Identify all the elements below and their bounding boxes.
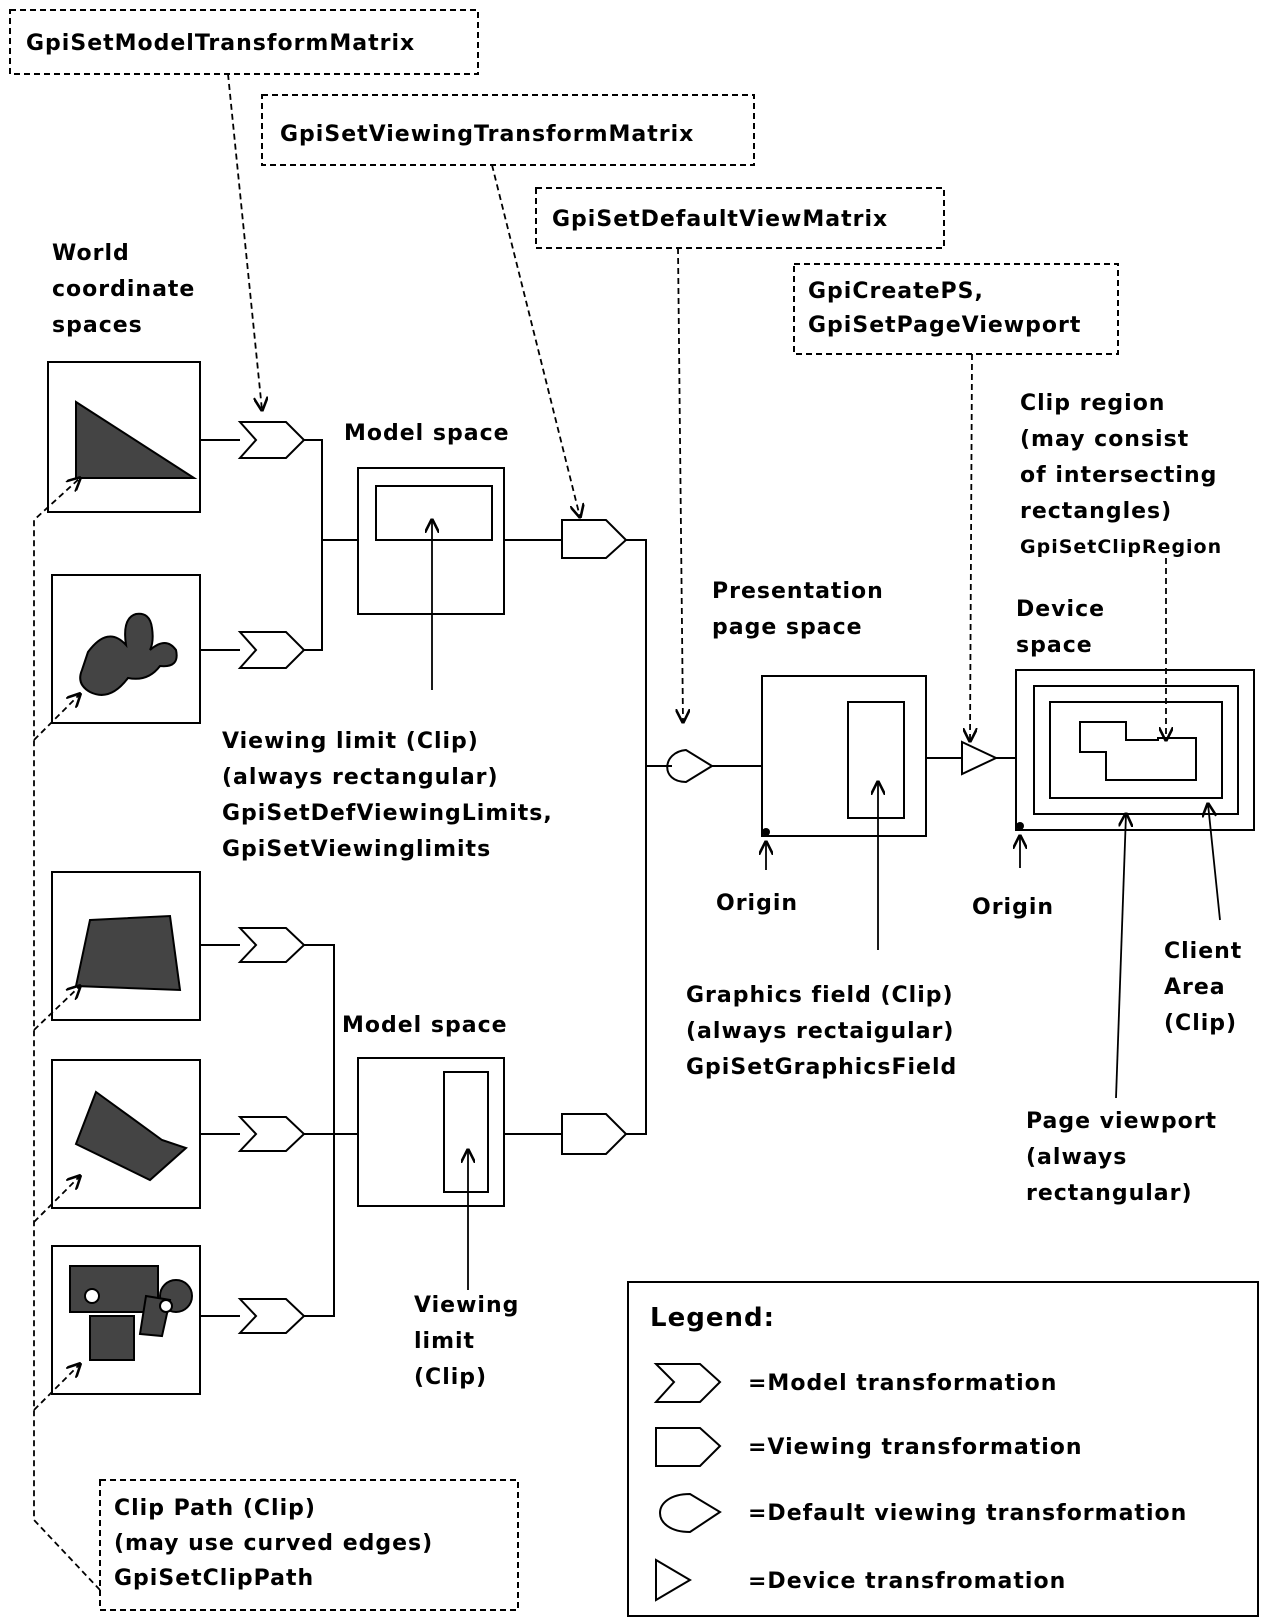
clip-region-line3: of intersecting — [1020, 463, 1217, 488]
clip-path-api-box: Clip Path (Clip) (may use curved edges) … — [100, 1480, 518, 1610]
clip-path-api-label: GpiSetClipPath — [114, 1566, 314, 1591]
client-area-line1: Client — [1164, 939, 1242, 964]
page-viewport-line2: (always — [1026, 1145, 1127, 1170]
viewing-limit-bottom-line3: (Clip) — [414, 1365, 487, 1390]
clip-region-shape — [1080, 722, 1196, 780]
model-transform-chevron-1 — [240, 422, 304, 458]
world-space-3 — [52, 872, 200, 1020]
legend-viewing-label: =Viewing transformation — [748, 1435, 1083, 1460]
model-transformations — [200, 422, 358, 1333]
model-transform-api-label: GpiSetModelTransformMatrix — [26, 31, 415, 56]
create-ps-api-label: GpiCreatePS, — [808, 279, 984, 304]
clip-region-api-label: GpiSetClipRegion — [1020, 536, 1222, 558]
viewing-transform-shape-1 — [562, 520, 626, 558]
model-transform-api-box: GpiSetModelTransformMatrix — [10, 10, 478, 74]
origin-label-device: Origin — [972, 895, 1054, 920]
device-label-line1: Device — [1016, 597, 1105, 622]
viewing-transform-api-box: GpiSetViewingTransformMatrix — [262, 95, 754, 165]
viewing-limit-top-line3: GpiSetDefViewingLimits, — [222, 801, 553, 826]
viewing-transform-api-label: GpiSetViewingTransformMatrix — [280, 122, 694, 147]
model-space-label-bottom: Model space — [342, 1013, 508, 1038]
legend-device-label: =Device transfromation — [748, 1569, 1066, 1594]
viewing-limit-top-line2: (always rectangular) — [222, 765, 499, 790]
origin-label-presentation: Origin — [716, 891, 798, 916]
clip-region-line1: Clip region — [1020, 391, 1165, 416]
graphics-field-line2: (always rectaigular) — [686, 1019, 954, 1044]
world-label-line1: World — [52, 241, 130, 266]
model-space-top — [358, 468, 504, 690]
page-viewport-label: Page viewport (always rectangular) — [1026, 1109, 1217, 1206]
graphics-field-line1: Graphics field (Clip) — [686, 983, 954, 1008]
legend-model-label: =Model transformation — [748, 1371, 1057, 1396]
device-transform-shape — [962, 742, 996, 774]
page-viewport-line1: Page viewport — [1026, 1109, 1217, 1134]
clip-path-detail: (may use curved edges) — [114, 1531, 433, 1556]
legend: Legend: =Model transformation =Viewing t… — [628, 1282, 1258, 1616]
default-viewing-transformation-icon — [660, 1494, 720, 1532]
presentation-label-line1: Presentation — [712, 579, 884, 604]
clip-region-label: Clip region (may consist of intersecting… — [1020, 391, 1222, 558]
model-transform-chevron-4 — [240, 1117, 304, 1151]
world-space-2 — [52, 575, 200, 723]
client-area-label: Client Area (Clip) — [1164, 939, 1242, 1036]
viewing-limit-bottom-label: Viewing limit (Clip) — [414, 1293, 519, 1390]
viewing-limit-top-label: Viewing limit (Clip) (always rectangular… — [222, 729, 553, 862]
world-space-4 — [52, 1060, 200, 1208]
world-label-line2: coordinate — [52, 277, 195, 302]
clip-path-connectors — [34, 478, 100, 1590]
graphics-field-label: Graphics field (Clip) (always rectaigula… — [686, 983, 957, 1080]
model-space-bottom — [358, 1058, 504, 1290]
device-label-line2: space — [1016, 633, 1093, 658]
world-space-5 — [52, 1246, 200, 1394]
viewing-limit-top-line1: Viewing limit (Clip) — [222, 729, 479, 754]
viewing-transformation-icon — [656, 1428, 720, 1466]
default-viewing-transform-shape — [667, 750, 712, 782]
model-space-label-top: Model space — [344, 421, 510, 446]
legend-default-label: =Default viewing transformation — [748, 1501, 1187, 1526]
page-viewport-api-label: GpiSetPageViewport — [808, 313, 1081, 338]
world-spaces-heading: World coordinate spaces — [52, 241, 195, 338]
presentation-label-line2: page space — [712, 615, 863, 640]
create-ps-api-box: GpiCreatePS, GpiSetPageViewport — [794, 264, 1118, 354]
device-transformation — [926, 742, 1016, 774]
model-transform-chevron-2 — [240, 632, 304, 668]
graphics-field-line3: GpiSetGraphicsField — [686, 1055, 957, 1080]
world-label-line3: spaces — [52, 313, 143, 338]
default-view-api-label: GpiSetDefaultViewMatrix — [552, 207, 888, 232]
device-transformation-icon — [656, 1560, 690, 1600]
viewing-transform-shape-2 — [562, 1114, 626, 1154]
viewing-limit-bottom-line1: Viewing — [414, 1293, 519, 1318]
model-transform-chevron-5 — [240, 1299, 304, 1333]
clip-region-line4: rectangles) — [1020, 499, 1172, 524]
clip-path-label: Clip Path (Clip) — [114, 1496, 316, 1521]
viewing-limit-top-line4: GpiSetViewinglimits — [222, 837, 491, 862]
client-area-line2: Area — [1164, 975, 1226, 1000]
model-transformation-icon — [656, 1364, 720, 1402]
model-transform-chevron-3 — [240, 928, 304, 962]
device-space-heading: Device space — [1016, 597, 1105, 658]
clip-region-line2: (may consist — [1020, 427, 1189, 452]
world-space-1 — [48, 362, 200, 512]
presentation-space-heading: Presentation page space — [712, 579, 884, 640]
viewing-limit-bottom-line2: limit — [414, 1329, 475, 1354]
client-area-line3: (Clip) — [1164, 1011, 1237, 1036]
page-viewport-line3: rectangular) — [1026, 1181, 1193, 1206]
default-view-api-box: GpiSetDefaultViewMatrix — [536, 188, 944, 248]
legend-title: Legend: — [650, 1303, 775, 1333]
